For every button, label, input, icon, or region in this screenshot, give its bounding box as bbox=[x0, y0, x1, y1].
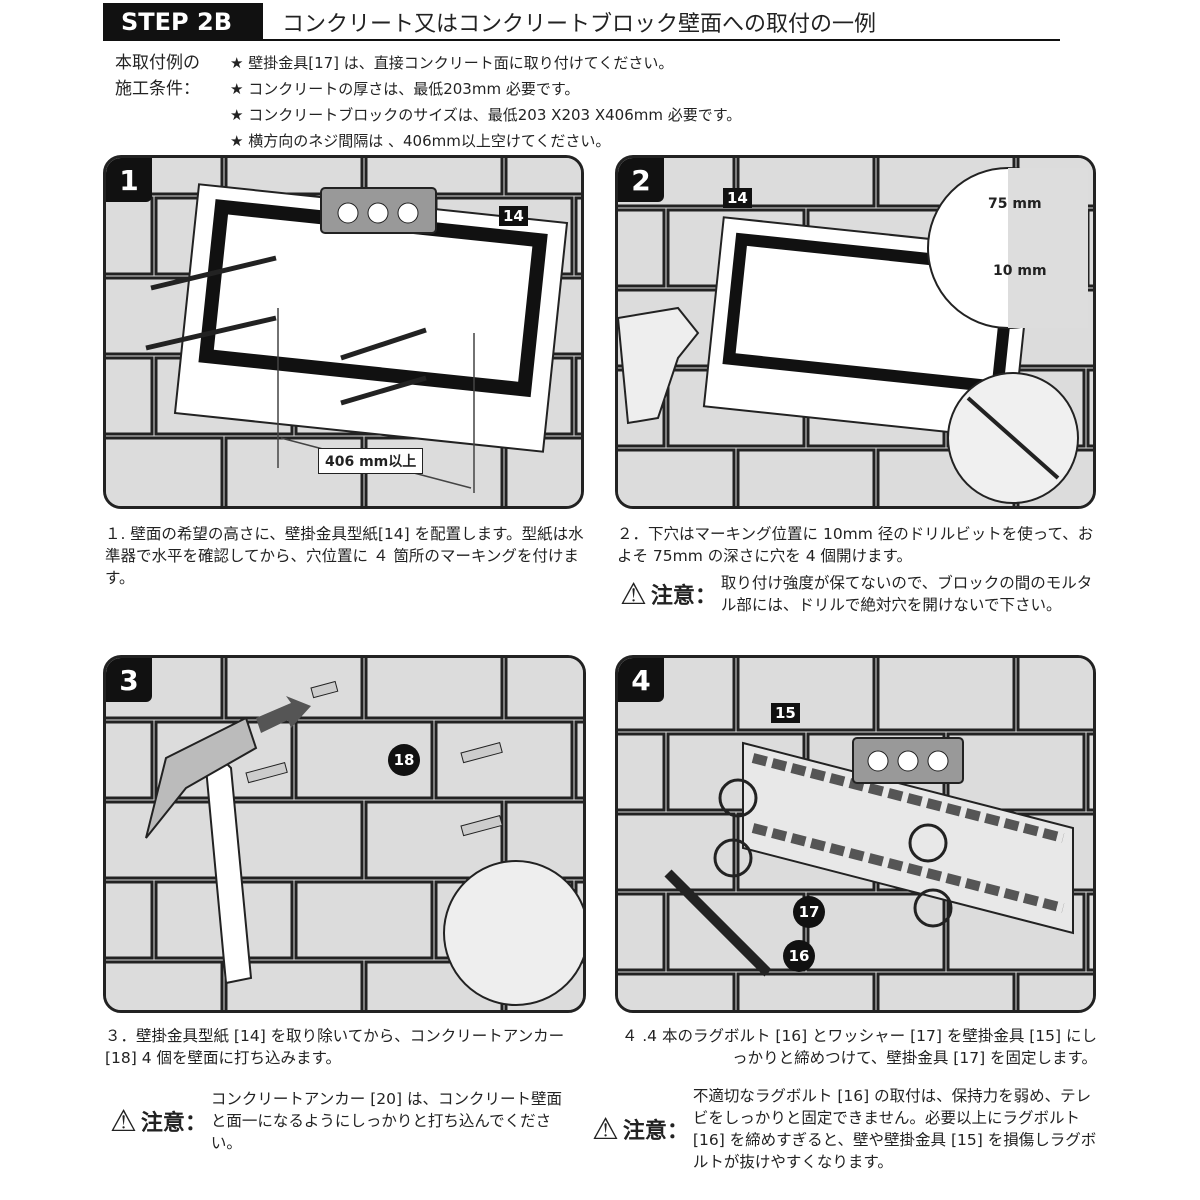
bracket-illustration bbox=[664, 737, 1074, 977]
step-3-illustration: 3 18 bbox=[103, 655, 586, 1013]
conditions-label: 本取付例の 施工条件： bbox=[115, 50, 200, 102]
drill-illustration bbox=[618, 167, 1089, 504]
brick bbox=[294, 880, 434, 960]
step-3-warning: ⚠ 注意： コンクリートアンカー [20] は、コンクリート壁面と面一になるよう… bbox=[110, 1088, 570, 1154]
brick bbox=[106, 356, 154, 436]
step-number: 1 bbox=[106, 158, 152, 202]
diameter-label: 10 mm bbox=[993, 263, 1047, 279]
title-rule bbox=[103, 39, 1060, 41]
brick bbox=[504, 658, 583, 720]
brick bbox=[876, 972, 1016, 1010]
template-illustration bbox=[145, 183, 569, 493]
conditions-label-2: 施工条件： bbox=[115, 79, 200, 99]
warning-triangle-icon: ⚠ bbox=[620, 576, 647, 612]
part-label: 15 bbox=[771, 703, 800, 723]
condition-item: ★ コンクリートの厚さは、最低203mm 必要です。 bbox=[230, 80, 580, 98]
step-1-illustration: 1 14 406 mm以上 bbox=[103, 155, 584, 509]
part-callout: 17 bbox=[793, 896, 825, 928]
dimension-label: 406 mm以上 bbox=[318, 448, 424, 474]
brick bbox=[106, 720, 154, 800]
brick bbox=[618, 732, 666, 812]
step-badge: STEP 2B bbox=[103, 3, 263, 41]
conditions-label-1: 本取付例の bbox=[115, 53, 200, 73]
step-number: 3 bbox=[106, 658, 152, 702]
warning-label: 注意： bbox=[622, 1119, 689, 1144]
step-4-text: ４ .4 本のラグボルト [16] とワッシャー [17] を壁掛金具 [15]… bbox=[621, 1027, 1097, 1067]
condition-item: ★ 横方向のネジ間隔は 、406mm以上空けてください。 bbox=[230, 132, 611, 150]
brick bbox=[618, 972, 736, 1010]
step-4-illustration: 4 15 17 16 bbox=[615, 655, 1096, 1013]
condition-item: ★ 壁掛金具[17] は、直接コンクリート面に取り付けてください。 bbox=[230, 54, 674, 72]
brick bbox=[946, 732, 1086, 812]
brick bbox=[736, 972, 876, 1010]
brick bbox=[224, 800, 364, 880]
step-4-warning: ⚠ 注意： 不適切なラグボルト [16] の取付は、保持力を弱め、テレビをしっか… bbox=[592, 1085, 1100, 1173]
brick bbox=[106, 436, 224, 506]
step-2-warning: ⚠ 注意： 取り付け強度が保てないので、ブロックの間のモルタル部には、ドリルで絶… bbox=[620, 572, 1100, 616]
brick bbox=[106, 960, 224, 1010]
brick bbox=[574, 356, 581, 436]
depth-label: 75 mm bbox=[988, 196, 1042, 212]
step-2-illustration: 2 14 75 mm 10 mm bbox=[615, 155, 1096, 509]
brick bbox=[434, 720, 574, 800]
warning-text: 取り付け強度が保てないので、ブロックの間のモルタル部には、ドリルで絶対穴を開けな… bbox=[720, 574, 1093, 614]
warning-triangle-icon: ⚠ bbox=[110, 1103, 137, 1139]
brick bbox=[618, 448, 736, 506]
brick-wall bbox=[618, 658, 1093, 1010]
brick bbox=[574, 196, 581, 276]
brick bbox=[1016, 972, 1093, 1010]
brick bbox=[736, 448, 876, 506]
conditions-list: ★ 壁掛金具[17] は、直接コンクリート面に取り付けてください。 ★ コンクリ… bbox=[230, 50, 741, 154]
step-1-text: １. 壁面の希望の高さに、壁掛金具型紙[14] を配置します。型紙は水準器で水平… bbox=[105, 525, 584, 587]
brick bbox=[1086, 732, 1093, 812]
step-2-text: ２．下穴はマーキング位置に 10mm 径のドリルビットを使って、およそ 75mm… bbox=[617, 525, 1094, 565]
part-callout: 16 bbox=[783, 940, 815, 972]
step-number: 4 bbox=[618, 658, 664, 702]
brick bbox=[1016, 658, 1093, 732]
part-label: 14 bbox=[499, 206, 528, 226]
brick bbox=[364, 658, 504, 720]
brick bbox=[666, 892, 806, 972]
hammer-illustration bbox=[145, 680, 583, 1006]
brick bbox=[1086, 368, 1093, 448]
warning-triangle-icon: ⚠ bbox=[592, 1111, 619, 1147]
brick bbox=[106, 196, 154, 276]
condition-item: ★ コンクリートブロックのサイズは、最低203 X203 X406mm 必要です… bbox=[230, 106, 742, 124]
brick bbox=[876, 658, 1016, 732]
page-title: コンクリート又はコンクリートブロック壁面への取付の一例 bbox=[282, 12, 877, 37]
warning-text: コンクリートアンカー [20] は、コンクリート壁面と面一になるようにしっかりと… bbox=[210, 1090, 562, 1152]
warning-label: 注意： bbox=[650, 584, 717, 609]
brick bbox=[618, 208, 666, 288]
step-3-text: ３．壁掛金具型紙 [14] を取り除いてから、コンクリートアンカー [18] 4… bbox=[105, 1027, 565, 1067]
brick bbox=[106, 880, 154, 960]
brick bbox=[736, 658, 876, 732]
brick bbox=[618, 892, 666, 972]
warning-label: 注意： bbox=[140, 1111, 207, 1136]
step-number: 2 bbox=[618, 158, 664, 202]
brick bbox=[364, 800, 504, 880]
brick bbox=[806, 892, 946, 972]
warning-text: 不適切なラグボルト [16] の取付は、保持力を弱め、テレビをしっかりと固定でき… bbox=[692, 1087, 1097, 1171]
brick bbox=[1086, 892, 1093, 972]
part-label: 14 bbox=[723, 188, 752, 208]
brick bbox=[574, 720, 583, 800]
part-callout: 18 bbox=[388, 744, 420, 776]
brick bbox=[504, 158, 581, 196]
brick bbox=[736, 158, 876, 208]
